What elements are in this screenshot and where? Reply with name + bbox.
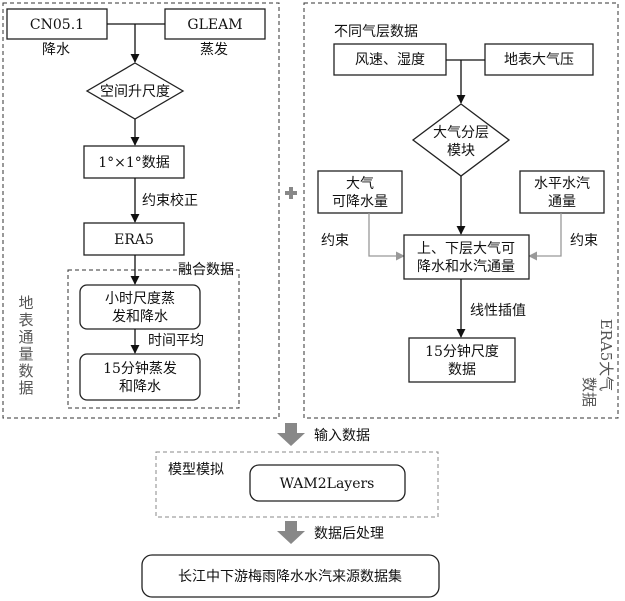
cn05-title: CN05.1 (30, 17, 84, 33)
grid-data-box (83, 145, 185, 179)
fusion-label: 融合数据 (178, 262, 234, 278)
final-dataset-box (141, 554, 440, 598)
interp-label: 线性插值 (470, 303, 526, 319)
vapor-flux-box (519, 170, 605, 214)
min15-box (79, 353, 201, 401)
left-side-label: 地 表 通 量 数 据 (18, 294, 33, 397)
model-label: 模型模拟 (168, 462, 224, 478)
svg-text:大气: 大气 (346, 176, 374, 192)
fusion-data-group (67, 269, 240, 409)
svg-text:量: 量 (18, 345, 33, 363)
constraint-arrow-left (368, 213, 405, 261)
svg-text:通量: 通量 (548, 194, 576, 210)
gleam-box (164, 8, 266, 40)
cn05-caption: 降水 (42, 42, 70, 58)
svg-text:数据: 数据 (448, 362, 476, 378)
post-big-arrow (277, 521, 305, 544)
time-avg-label: 时间平均 (148, 333, 204, 349)
gleam-caption: 蒸发 (200, 42, 228, 58)
constraint-label: 约束校正 (142, 192, 198, 209)
svg-text:1°×1°数据: 1°×1°数据 (98, 155, 170, 171)
svg-text:长江中下游梅雨降水水汽来源数据集: 长江中下游梅雨降水水汽来源数据集 (178, 568, 402, 585)
svg-text:据: 据 (18, 379, 33, 397)
svg-text:15分钟尺度: 15分钟尺度 (425, 343, 499, 360)
svg-text:发和降水: 发和降水 (112, 309, 168, 325)
svg-text:ERA5: ERA5 (114, 232, 154, 248)
hourly-box (79, 284, 201, 330)
svg-text:模块: 模块 (447, 143, 475, 159)
gleam-title: GLEAM (187, 17, 242, 33)
model-simulation-group (155, 451, 439, 518)
svg-text:可降水量: 可降水量 (332, 194, 388, 210)
constraint-arrow-right (528, 213, 562, 261)
svg-text:和降水: 和降水 (119, 379, 161, 395)
surface-pressure-box (484, 43, 594, 76)
right-side-label-1: ERA5大气 (597, 319, 615, 392)
svg-text:WAM2Layers: WAM2Layers (280, 476, 375, 492)
min15-scale-box (408, 337, 516, 383)
wam2layers-box (249, 464, 406, 502)
svg-text:水平水汽: 水平水汽 (534, 176, 590, 192)
constraint-right-label: 约束 (570, 233, 598, 249)
svg-text:表: 表 (18, 311, 33, 329)
plus-icon (285, 187, 297, 199)
era5-panel (303, 2, 619, 419)
svg-text:大气分层: 大气分层 (433, 125, 489, 141)
cn05-box (6, 8, 108, 40)
right-side-label-2: 数据 (580, 377, 598, 407)
surface-flux-panel (2, 2, 280, 419)
layer-data-header: 不同气层数据 (334, 24, 418, 40)
svg-text:小时尺度蒸: 小时尺度蒸 (105, 291, 175, 307)
svg-text:降水和水汽通量: 降水和水汽通量 (417, 259, 515, 275)
svg-text:风速、湿度: 风速、湿度 (355, 52, 425, 68)
svg-text:地表大气压: 地表大气压 (504, 52, 574, 68)
precipitable-water-box (317, 170, 403, 214)
input-big-arrow (277, 423, 305, 446)
svg-text:15分钟蒸发: 15分钟蒸发 (103, 360, 177, 377)
constraint-left-label: 约束 (321, 233, 349, 249)
svg-text:地: 地 (18, 294, 33, 312)
layers-box (403, 234, 530, 280)
svg-text:空间升尺度: 空间升尺度 (100, 84, 170, 100)
input-label: 输入数据 (314, 428, 370, 444)
svg-text:数: 数 (18, 362, 33, 380)
post-processing-label: 数据后处理 (314, 526, 384, 542)
svg-text:通: 通 (18, 328, 33, 346)
svg-text:上、下层大气可: 上、下层大气可 (417, 241, 515, 257)
era5-box (83, 222, 185, 256)
